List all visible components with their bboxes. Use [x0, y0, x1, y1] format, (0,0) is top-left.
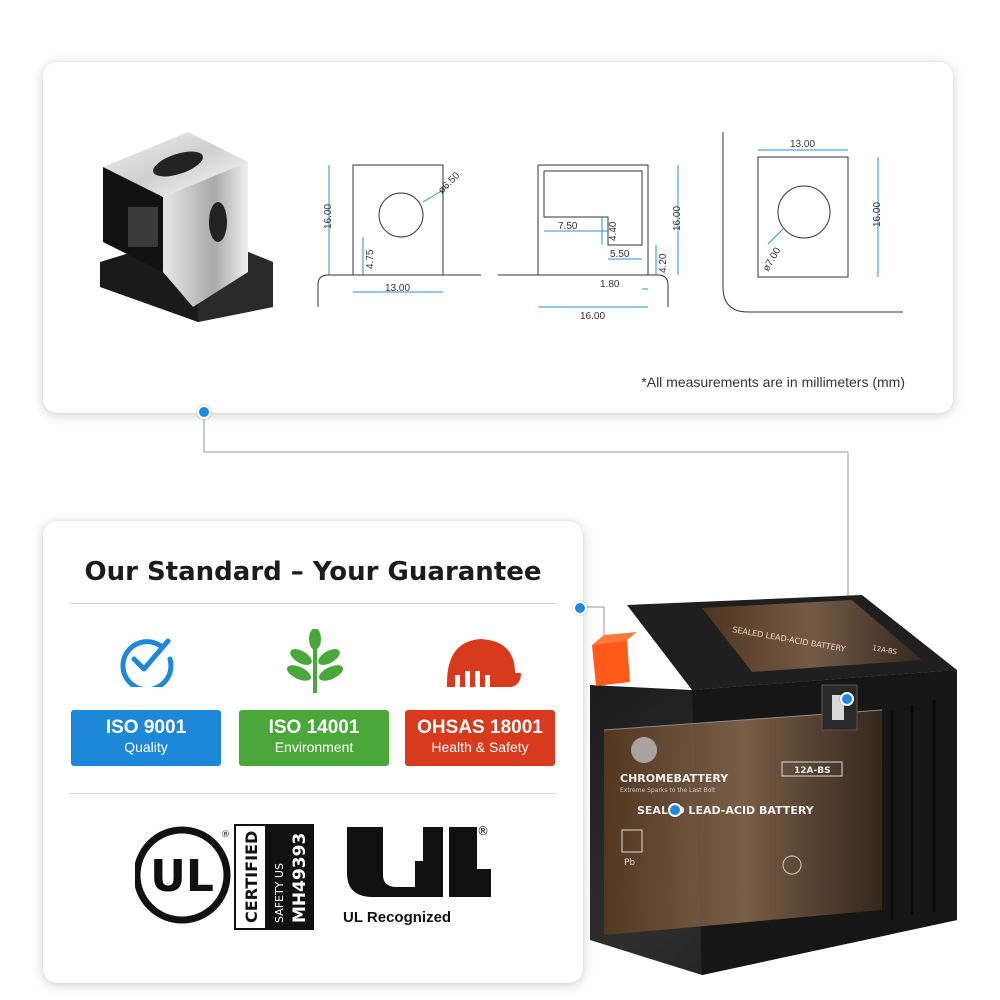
badge-title: ISO 9001 — [105, 717, 187, 738]
svg-text:SAFETY US: SAFETY US — [273, 863, 286, 923]
battery-image: SEALED LEAD-ACID BATTERY 12A-BS CHROMEBA… — [582, 590, 962, 975]
top-view-diagram: 13.00 16.00 ø7.00 — [722, 132, 903, 313]
battery-label — [604, 710, 882, 935]
svg-text:5.50: 5.50 — [610, 249, 630, 260]
svg-text:SEALED LEAD-ACID BATTERY: SEALED LEAD-ACID BATTERY — [637, 804, 815, 817]
svg-text:ø7.00: ø7.00 — [761, 245, 784, 273]
callout-dot-battery-terminal[interactable] — [840, 692, 854, 706]
svg-text:1.80: 1.80 — [600, 279, 620, 290]
checkmark-circle-icon — [120, 638, 174, 687]
svg-text:UL: UL — [150, 851, 214, 902]
badge-title: ISO 14001 — [268, 717, 360, 738]
badge-title: OHSAS 18001 — [417, 717, 543, 738]
badge-ohsas-18001: OHSAS 18001 Health & Safety — [405, 710, 555, 766]
svg-text:ø6.50: ø6.50 — [436, 170, 462, 196]
callout-dot-battery-label[interactable] — [668, 803, 682, 817]
svg-text:CHROMEBATTERY: CHROMEBATTERY — [620, 772, 729, 785]
badge-subtitle: Environment — [274, 739, 354, 755]
ul-recognized-caption: UL Recognized — [343, 909, 452, 926]
svg-text:4.75: 4.75 — [365, 249, 376, 269]
svg-text:®: ® — [477, 824, 489, 838]
divider — [69, 793, 557, 794]
ul-recognized-logo: ® — [347, 824, 491, 897]
badge-iso-14001: ISO 14001 Environment — [239, 710, 389, 766]
badge-iso-9001: ISO 9001 Quality — [71, 710, 221, 766]
svg-text:16.00: 16.00 — [872, 202, 883, 227]
svg-text:MH49393: MH49393 — [290, 833, 310, 923]
svg-text:®: ® — [221, 830, 230, 840]
brand-logo-icon — [631, 737, 657, 763]
recycle-icon — [782, 855, 802, 875]
svg-text:12A-BS: 12A-BS — [794, 766, 831, 776]
leaf-plant-icon — [286, 629, 344, 693]
svg-text:CERTIFIED: CERTIFIED — [242, 831, 261, 923]
svg-text:13.00: 13.00 — [790, 139, 815, 150]
terminal-dimensions-card: ø6.50 16.00 4.75 13.00 7.50 4.40 5.50 4.… — [43, 62, 953, 413]
svg-text:16.00: 16.00 — [323, 204, 334, 229]
battery-illustration: SEALED LEAD-ACID BATTERY 12A-BS CHROMEBA… — [590, 595, 957, 975]
svg-text:Pb: Pb — [624, 858, 635, 868]
svg-text:4.40: 4.40 — [608, 221, 619, 241]
badge-subtitle: Health & Safety — [431, 739, 529, 755]
svg-text:4.20: 4.20 — [658, 253, 669, 273]
callout-dot-standard[interactable] — [573, 601, 587, 615]
callout-dot-terminal-diagram[interactable] — [197, 405, 211, 419]
side-view-diagram: ø6.50 16.00 4.75 13.00 — [317, 164, 481, 307]
svg-text:16.00: 16.00 — [580, 311, 605, 322]
ul-certified-logo: UL ® CERTIFIED SAFETY US MH49393 — [135, 824, 314, 930]
badge-subtitle: Quality — [124, 739, 168, 755]
svg-text:Extreme Sparks to the Last Bol: Extreme Sparks to the Last Bolt — [620, 787, 716, 794]
svg-text:7.50: 7.50 — [558, 221, 578, 232]
positive-terminal — [592, 640, 630, 686]
standard-guarantee-card: Our Standard – Your Guarantee ISO 9001 Q… — [43, 521, 583, 983]
hard-hat-icon — [447, 639, 521, 687]
measurement-note: *All measurements are in millimeters (mm… — [641, 374, 905, 390]
divider — [69, 603, 557, 604]
svg-text:16.00: 16.00 — [672, 206, 683, 231]
section-title: Our Standard – Your Guarantee — [84, 557, 542, 587]
front-view-diagram: 7.50 4.40 5.50 4.20 16.00 1.80 16.00 — [498, 164, 683, 322]
recycle-bin-icon — [621, 829, 643, 853]
terminal-3d-render — [100, 132, 273, 322]
svg-text:13.00: 13.00 — [385, 283, 410, 294]
